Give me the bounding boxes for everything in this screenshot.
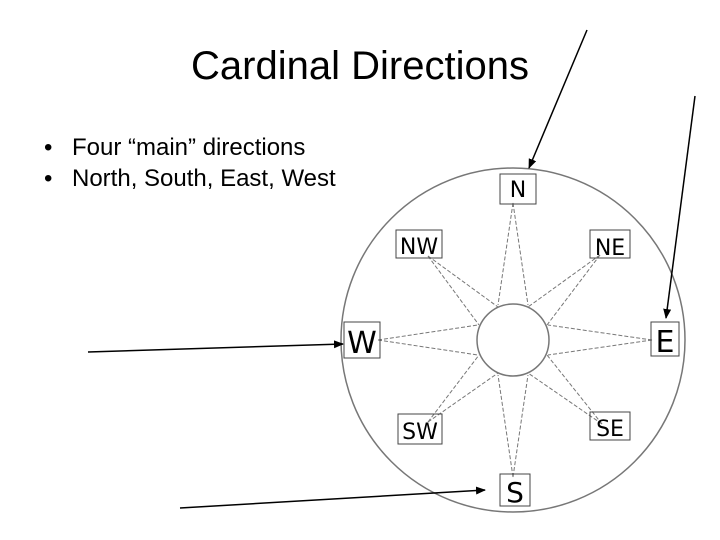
- arrow-to-s: [180, 490, 485, 508]
- compass-center-circle: [477, 304, 549, 376]
- direction-label-w: W: [347, 326, 377, 361]
- direction-label-ne: NE: [595, 236, 625, 261]
- direction-label-se: SE: [596, 417, 624, 442]
- direction-label-sw: SW: [402, 420, 438, 445]
- direction-label-s: S: [506, 476, 524, 509]
- arrow-to-w: [88, 344, 343, 352]
- arrow-to-e: [666, 96, 695, 318]
- direction-label-e: E: [656, 325, 675, 360]
- direction-label-nw: NW: [400, 235, 438, 260]
- direction-label-n: N: [510, 178, 526, 203]
- arrow-to-n: [529, 30, 587, 168]
